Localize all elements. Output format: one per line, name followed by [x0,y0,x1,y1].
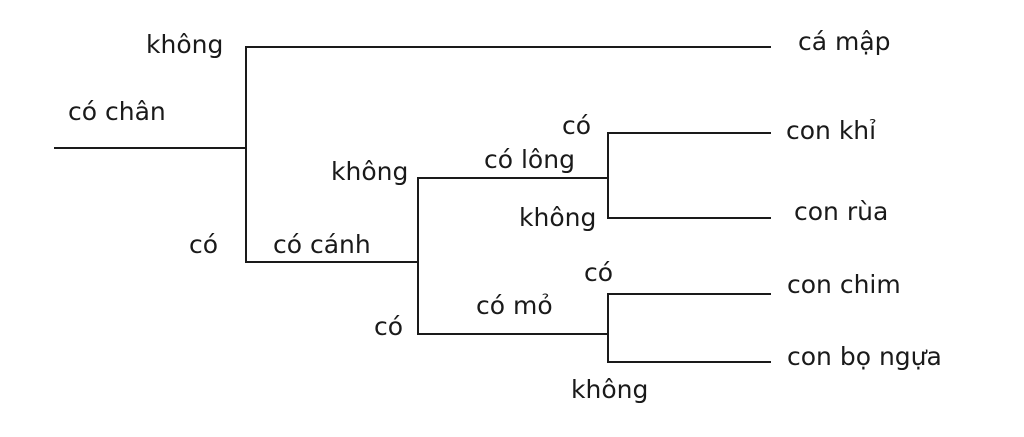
feathers-question-label: có lông [484,145,575,174]
wings-question-label: có cánh [273,230,371,259]
leaf-shark-label: cá mập [798,27,891,56]
feathers-branch-no-label: không [519,203,597,232]
root-branch-no-label: không [146,30,224,59]
leaf-bird-label: con chim [787,270,901,299]
beak-question-label: có mỏ [476,291,553,320]
beak-branch-no-label: không [571,375,649,404]
leaf-monkey-label: con khỉ [786,116,877,145]
feathers-branch-yes-label: có [562,111,592,140]
wings-branch-no-label: không [331,157,409,186]
leaf-mantis-label: con bọ ngựa [787,342,942,371]
beak-branch-yes-label: có [584,258,614,287]
wings-branch-yes-label: có [374,312,404,341]
root-question-label: có chân [68,97,166,126]
leaf-turtle-label: con rùa [794,197,889,226]
root-branch-yes-label: có [189,230,219,259]
